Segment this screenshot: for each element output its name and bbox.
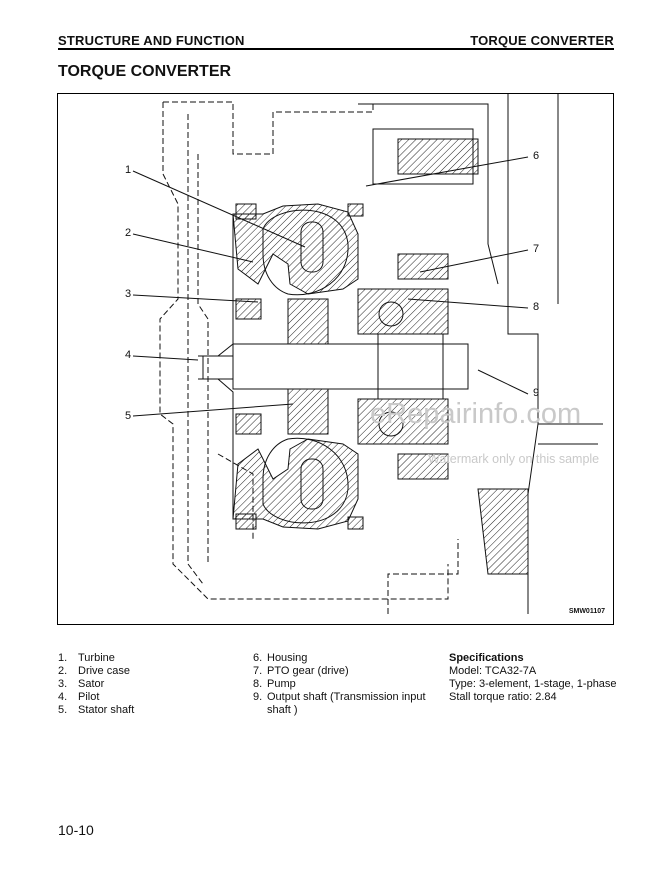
header-rule bbox=[58, 48, 614, 50]
callout-4: 4 bbox=[125, 349, 132, 361]
legend-item: shaft ) bbox=[253, 704, 426, 717]
legend-num: 4. bbox=[58, 691, 68, 703]
legend-num: 3. bbox=[58, 678, 68, 690]
legend-item: 3. Sator bbox=[58, 678, 134, 691]
callout-2: 2 bbox=[125, 227, 132, 239]
spec-model: Model: TCA32-7A bbox=[449, 665, 537, 677]
legend-item: 4. Pilot bbox=[58, 691, 134, 704]
page-title: TORQUE CONVERTER bbox=[58, 63, 232, 80]
legend-item: 1. Turbine bbox=[58, 652, 134, 665]
legend-num: 8. bbox=[253, 678, 263, 690]
legend-num: 2. bbox=[58, 665, 68, 677]
watermark-note: Watermark only on this sample bbox=[428, 452, 600, 466]
legend-label: Housing bbox=[267, 652, 308, 664]
legend-num bbox=[253, 704, 267, 717]
legend-item: 8. Pump bbox=[253, 678, 426, 691]
legend-label: PTO gear (drive) bbox=[267, 665, 349, 677]
legend-label: Pilot bbox=[78, 691, 100, 703]
page-number: 10-10 bbox=[58, 822, 94, 838]
watermark-brand: eRepairinfo.com bbox=[370, 398, 582, 430]
callout-8: 8 bbox=[533, 301, 540, 313]
cross-section-drawing bbox=[132, 94, 603, 614]
legend-column-2: 6. Housing 7. PTO gear (drive) 8. Pump 9. Ou… bbox=[253, 652, 426, 717]
legend-label: Pump bbox=[267, 678, 296, 690]
legend-num: 9. bbox=[253, 691, 263, 703]
callout-7: 7 bbox=[533, 243, 540, 255]
callout-5: 5 bbox=[125, 410, 132, 422]
spec-stall-ratio: Stall torque ratio: 2.84 bbox=[449, 691, 557, 703]
legend-item: 2. Drive case bbox=[58, 665, 134, 678]
callout-1: 1 bbox=[125, 164, 132, 176]
legend-label: shaft ) bbox=[267, 704, 298, 716]
legend-item: 9. Output shaft (Transmission input bbox=[253, 691, 426, 704]
callout-3: 3 bbox=[125, 288, 132, 300]
legend-num: 1. bbox=[58, 652, 68, 664]
callout-9: 9 bbox=[533, 387, 540, 399]
spec-type: Type: 3-element, 1-stage, 1-phase bbox=[449, 678, 617, 690]
specifications-block: Specifications Model: TCA32-7A Type: 3-e… bbox=[449, 652, 617, 704]
legend-column-1: 1. Turbine 2. Drive case 3. Sator 4. Pilot 5… bbox=[58, 652, 134, 717]
legend-label: Drive case bbox=[78, 665, 130, 677]
legend-label: Sator bbox=[78, 678, 105, 690]
header-section-title: STRUCTURE AND FUNCTION bbox=[58, 33, 245, 48]
legend-num: 7. bbox=[253, 665, 263, 677]
callout-6: 6 bbox=[533, 150, 540, 162]
torque-converter-figure: 1 2 3 4 5 6 7 8 9 SMW01107 bbox=[57, 93, 614, 625]
legend-label: Stator shaft bbox=[78, 704, 135, 716]
legend-num: 6. bbox=[253, 652, 263, 664]
legend-item: 6. Housing bbox=[253, 652, 426, 665]
legend-label: Output shaft (Transmission input bbox=[267, 691, 426, 703]
header-topic-title: TORQUE CONVERTER bbox=[470, 33, 614, 48]
legend-item: 7. PTO gear (drive) bbox=[253, 665, 426, 678]
legend-label: Turbine bbox=[78, 652, 115, 664]
specifications-title: Specifications bbox=[449, 652, 524, 664]
legend-num: 5. bbox=[58, 704, 68, 716]
legend-item: 5. Stator shaft bbox=[58, 704, 134, 717]
figure-code: SMW01107 bbox=[568, 608, 605, 615]
